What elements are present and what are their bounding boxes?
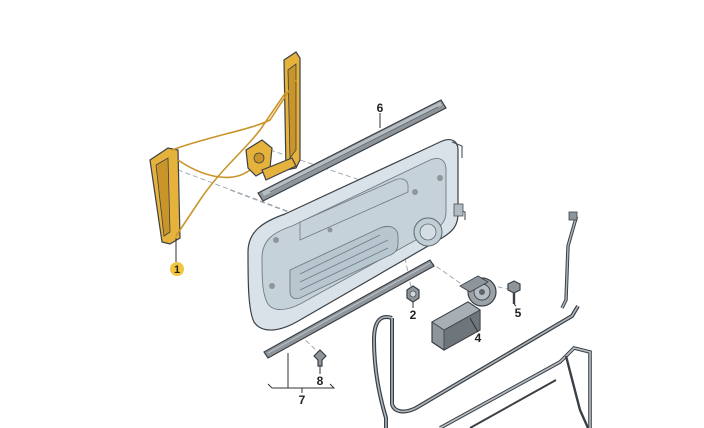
callout-7: 7 [299,393,306,407]
callout-5: 5 [515,306,522,320]
callout-leaders [175,113,517,393]
bolt-5 [507,280,521,304]
callout-2: 2 [410,308,417,322]
door-weatherstrip [371,304,580,428]
callout-4: 4 [475,331,482,345]
nut-2 [406,285,420,303]
callout-8: 8 [317,374,324,388]
window-regulator-1 [149,51,301,245]
window-seal-strip-6 [257,99,447,202]
svg-text:1: 1 [174,264,180,276]
callout-6: 6 [377,101,384,115]
door-window-frame [439,346,592,428]
clip-8 [313,349,327,367]
door-inner-panel [247,139,466,331]
callout-1: 1 [170,262,184,276]
lower-seal-strip-7 [263,259,435,359]
window-motor-4 [431,275,497,351]
window-guide-rail [560,211,579,309]
